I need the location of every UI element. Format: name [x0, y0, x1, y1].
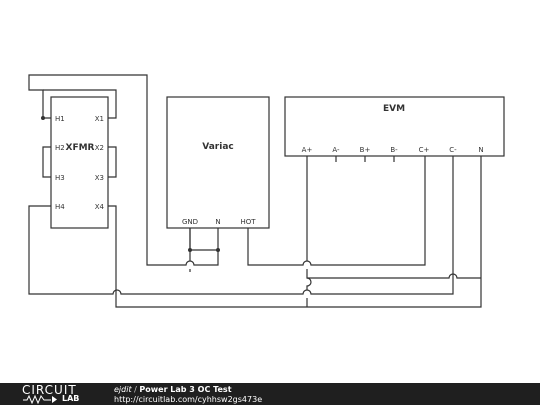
variac-label: Variac	[202, 142, 233, 152]
pin-b-minus: B-	[390, 146, 398, 154]
wire-h4-to-c-minus	[28, 149, 454, 295]
circuitlab-logo[interactable]: CIRCUIT LAB	[22, 384, 94, 404]
logo-text-circuit: CIRCUIT	[22, 383, 77, 397]
circuit-title[interactable]: Power Lab 3 OC Test	[139, 385, 232, 394]
transformer[interactable]: XFMR H1 H2 H3 H4 X1 X2 X3 X4	[50, 96, 109, 229]
author-link[interactable]: ejdit	[114, 385, 132, 394]
pin-x3: X3	[95, 174, 104, 182]
footer-title-line: ejdit / Power Lab 3 OC Test	[114, 385, 232, 394]
wire-a-plus-vertical	[306, 149, 312, 307]
junction-n	[216, 248, 220, 252]
pin-h3: H3	[55, 174, 65, 182]
wire-h1-to-gnd	[28, 74, 219, 266]
pin-c-minus: C-	[449, 146, 457, 154]
wire-h2-h3-link	[42, 146, 51, 178]
wire-c-minus-crossing	[307, 273, 481, 279]
evm-unused-pin-stubs	[335, 156, 395, 162]
pin-evm-n: N	[478, 146, 483, 154]
pin-h4: H4	[55, 203, 65, 211]
wire-gnd	[189, 228, 219, 251]
junction-h1	[41, 116, 45, 120]
schematic-canvas: XFMR H1 H2 H3 H4 X1 X2 X3 X4 Variac GND …	[28, 74, 505, 308]
breadcrumb-separator: /	[134, 385, 137, 394]
wires	[28, 74, 482, 308]
pin-c-plus: C+	[419, 146, 430, 154]
wire-x2-x3-link	[108, 146, 117, 178]
pin-a-minus: A-	[332, 146, 340, 154]
wire-x4-to-n	[108, 149, 482, 308]
evm[interactable]: EVM A+ A- B+ B- C+ C- N	[284, 96, 505, 162]
pin-x2: X2	[95, 144, 104, 152]
pin-b-plus: B+	[360, 146, 371, 154]
pin-h2: H2	[55, 144, 65, 152]
variac[interactable]: Variac GND N HOT	[166, 96, 270, 229]
pin-a-plus: A+	[302, 146, 313, 154]
logo-text-lab: LAB	[62, 394, 80, 403]
pin-x4: X4	[95, 203, 105, 211]
pin-h1: H1	[55, 115, 65, 123]
variac-body	[166, 96, 270, 229]
pin-x1: X1	[95, 115, 104, 123]
evm-label: EVM	[383, 104, 405, 114]
pin-gnd: GND	[182, 218, 198, 226]
pin-hot: HOT	[240, 218, 256, 226]
transformer-label: XFMR	[66, 143, 95, 153]
circuit-url[interactable]: http://circuitlab.com/cyhhsw2gs473e	[114, 395, 263, 404]
transformer-body	[50, 96, 109, 229]
footer-bar: CIRCUIT LAB ejdit / Power Lab 3 OC Test …	[0, 383, 540, 405]
pin-n: N	[215, 218, 220, 226]
wire-x1-loop	[43, 89, 117, 119]
evm-body	[284, 96, 505, 157]
wire-hot-to-a-plus	[247, 149, 426, 266]
logo-waveform-icon	[23, 395, 57, 404]
